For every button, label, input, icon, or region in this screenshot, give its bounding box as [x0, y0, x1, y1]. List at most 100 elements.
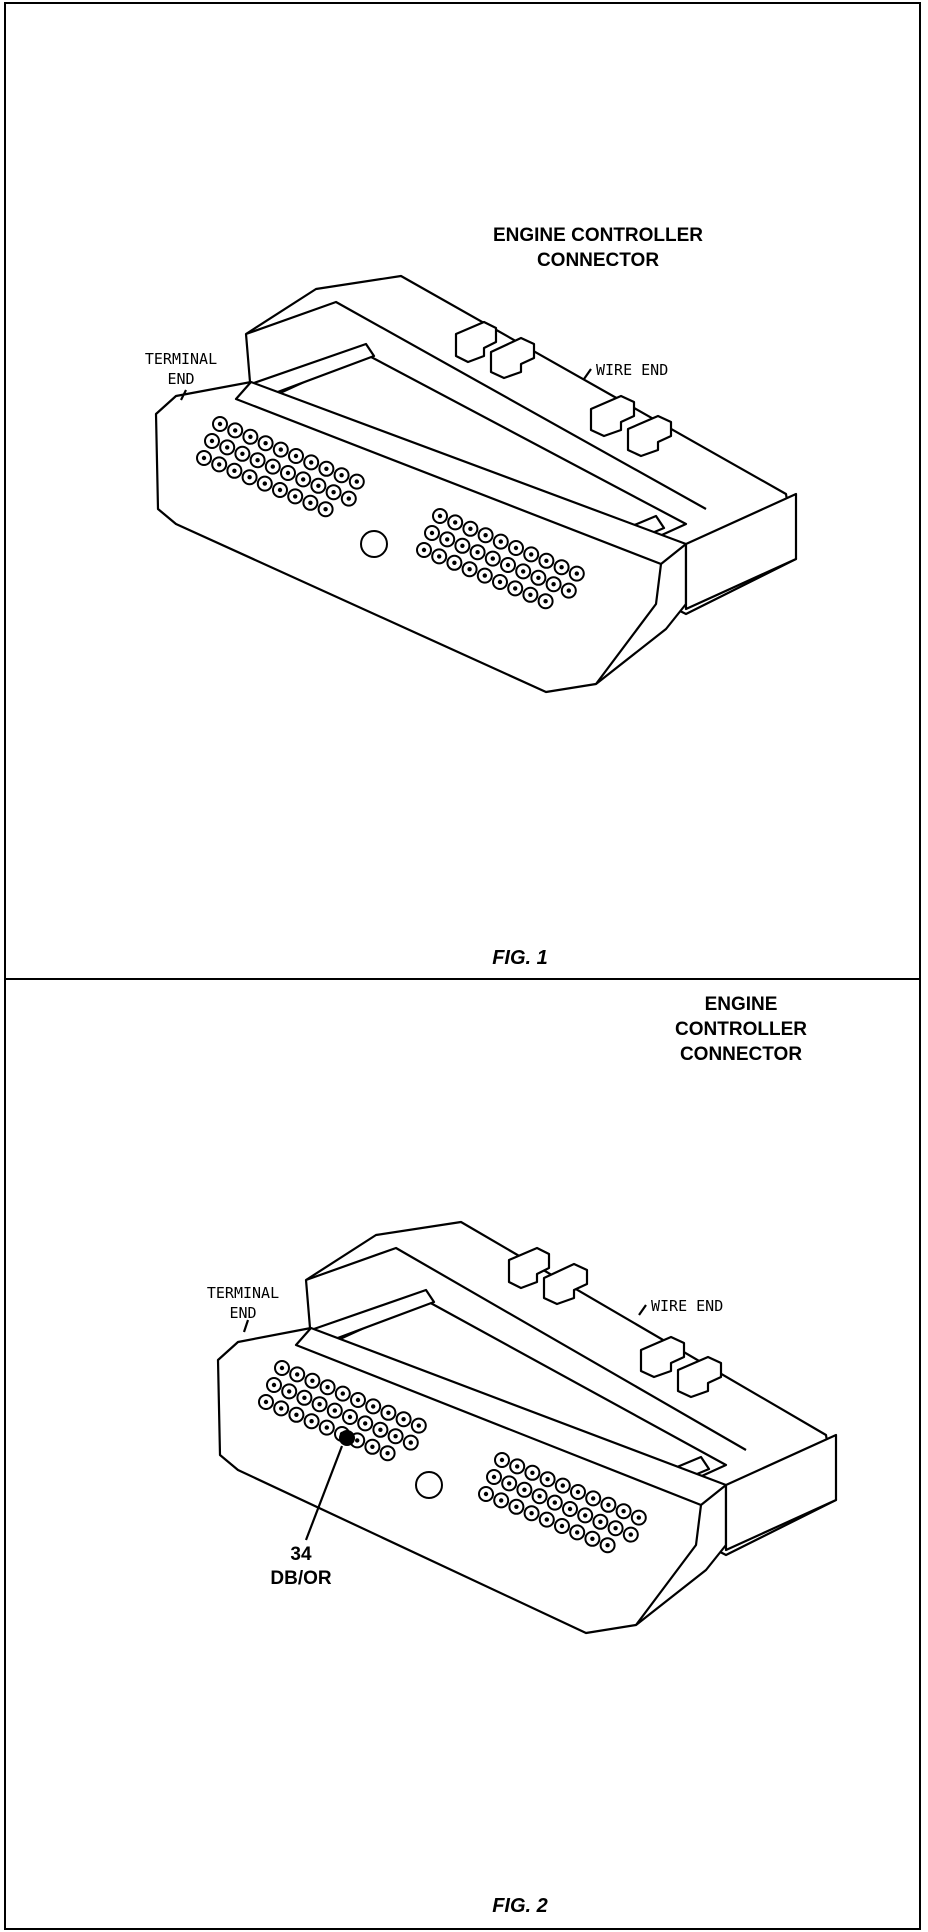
terminal-pin-contact — [530, 1470, 535, 1475]
engine-controller-connector-drawing — [216, 1220, 838, 1635]
terminal-pin-contact — [279, 1365, 285, 1371]
terminal-end-leader-line — [242, 1319, 250, 1333]
terminal-pin-contact — [277, 487, 283, 493]
terminal-pin-contact — [513, 586, 518, 591]
terminal-pin-contact — [295, 1372, 300, 1377]
terminal-pin-contact — [331, 490, 336, 495]
terminal-pin-contact — [598, 1519, 603, 1524]
terminal-pin-contact — [522, 1487, 527, 1492]
terminal-end-label-line-1: TERMINAL — [207, 1284, 279, 1302]
terminal-pin-contact — [271, 1382, 277, 1388]
title-line-2: CONNECTOR — [537, 250, 659, 271]
terminal-pin-contact — [421, 547, 427, 553]
terminal-pin-contact — [317, 1402, 322, 1407]
terminal-pin-contact — [552, 1500, 557, 1505]
terminal-pin-contact — [460, 543, 465, 548]
terminal-pin-grid — [258, 1360, 647, 1554]
terminal-pin-contact — [490, 556, 495, 561]
terminal-pin-contact — [248, 434, 253, 439]
terminal-pin-contact — [279, 1406, 284, 1411]
terminal-pin-contact — [240, 451, 245, 456]
terminal-pin-contact — [308, 500, 313, 505]
figure-1-diagram: ENGINE CONTROLLER CONNECTOR TERMINAL END… — [145, 225, 798, 969]
terminal-pin-contact — [468, 526, 473, 531]
terminal-pin-contact — [302, 1395, 307, 1400]
terminal-pin-contact — [339, 473, 344, 478]
terminal-pin-contact — [483, 533, 488, 538]
terminal-pin-contact — [445, 537, 450, 542]
terminal-pin-contact — [574, 571, 579, 576]
terminal-pin-contact — [355, 1397, 361, 1403]
terminal-pin-grid — [196, 416, 585, 610]
terminal-pin-contact — [521, 569, 526, 574]
terminal-pin-contact — [332, 1408, 337, 1413]
terminal-pin-contact — [263, 1399, 269, 1405]
figure-2-diagram: ENGINE CONTROLLER CONNECTOR TERMINAL END… — [207, 994, 838, 1917]
terminal-pin-contact — [287, 1389, 292, 1394]
terminal-pin-contact — [354, 479, 359, 484]
terminal-pin-contact — [310, 1378, 315, 1383]
terminal-pin-contact — [325, 1385, 330, 1390]
figure-2-panel: ENGINE CONTROLLER CONNECTOR TERMINAL END… — [4, 978, 921, 1930]
terminal-end-label-line-1: TERMINAL — [145, 350, 217, 368]
terminal-pin-contact — [583, 1513, 588, 1518]
terminal-pin-contact — [309, 460, 314, 465]
terminal-pin-contact — [437, 513, 443, 519]
terminal-pin-contact — [323, 507, 328, 512]
terminal-pin-contact — [621, 1509, 626, 1514]
terminal-pin-contact — [255, 458, 260, 463]
terminal-pin-contact — [483, 1491, 489, 1497]
terminal-pin-contact — [301, 477, 306, 482]
terminal-pin-contact — [636, 1515, 641, 1520]
terminal-pin-contact — [560, 1483, 565, 1488]
terminal-pin-contact — [559, 565, 564, 570]
terminal-pin-contact — [628, 1532, 633, 1537]
terminal-pin-contact — [278, 447, 283, 452]
terminal-pin-contact — [401, 1417, 406, 1422]
terminal-pin-contact — [393, 1434, 398, 1439]
terminal-pin-contact — [513, 545, 519, 551]
terminal-pin-contact — [590, 1536, 595, 1541]
terminal-pin-contact — [575, 1489, 581, 1495]
figure-1-panel: ENGINE CONTROLLER CONNECTOR TERMINAL END… — [4, 2, 921, 980]
terminal-pin-contact — [416, 1423, 421, 1428]
terminal-pin-contact — [482, 573, 487, 578]
terminal-pin-contact — [385, 1451, 390, 1456]
terminal-pin-contact — [605, 1543, 610, 1548]
pin-callout-number: 34 — [290, 1544, 312, 1565]
terminal-pin-contact — [285, 470, 291, 476]
terminal-pin-contact — [498, 539, 503, 544]
terminal-pin-contact — [324, 466, 329, 471]
terminal-end-leader-line — [180, 389, 187, 401]
terminal-pin-contact — [309, 1419, 314, 1424]
pin-callout-wire-color: DB/OR — [270, 1568, 332, 1589]
terminal-pin-contact — [499, 1457, 505, 1463]
terminal-pin-contact — [263, 441, 268, 446]
terminal-pin-contact — [201, 455, 207, 461]
terminal-pin-contact — [543, 599, 548, 604]
terminal-pin-contact — [324, 1425, 329, 1430]
terminal-pin-contact — [429, 530, 435, 536]
wire-end-leader-line — [638, 1304, 647, 1316]
terminal-pin-contact — [497, 579, 503, 585]
figure-caption: FIG. 1 — [492, 947, 548, 969]
terminal-pin-contact — [529, 1511, 534, 1516]
terminal-pin-contact — [209, 438, 215, 444]
terminal-pin-contact — [293, 453, 299, 459]
terminal-end-label-line-2: END — [167, 370, 194, 388]
terminal-pin-contact — [294, 1412, 299, 1417]
terminal-pin-contact — [544, 1517, 549, 1522]
terminal-pin-contact — [371, 1404, 376, 1409]
terminal-pin-contact — [316, 483, 321, 488]
terminal-pin-contact — [346, 496, 351, 501]
engine-controller-connector-drawing — [154, 274, 798, 694]
wire-end-label: WIRE END — [596, 361, 668, 379]
figure-caption: FIG. 2 — [492, 1895, 548, 1917]
terminal-pin-contact — [514, 1504, 519, 1509]
terminal-pin-contact — [452, 560, 457, 565]
terminal-pin-contact — [225, 445, 230, 450]
terminal-pin-contact — [347, 1414, 353, 1420]
terminal-pin-contact — [378, 1427, 383, 1432]
terminal-pin-contact — [217, 462, 222, 467]
terminal-pin-contact — [467, 567, 472, 572]
